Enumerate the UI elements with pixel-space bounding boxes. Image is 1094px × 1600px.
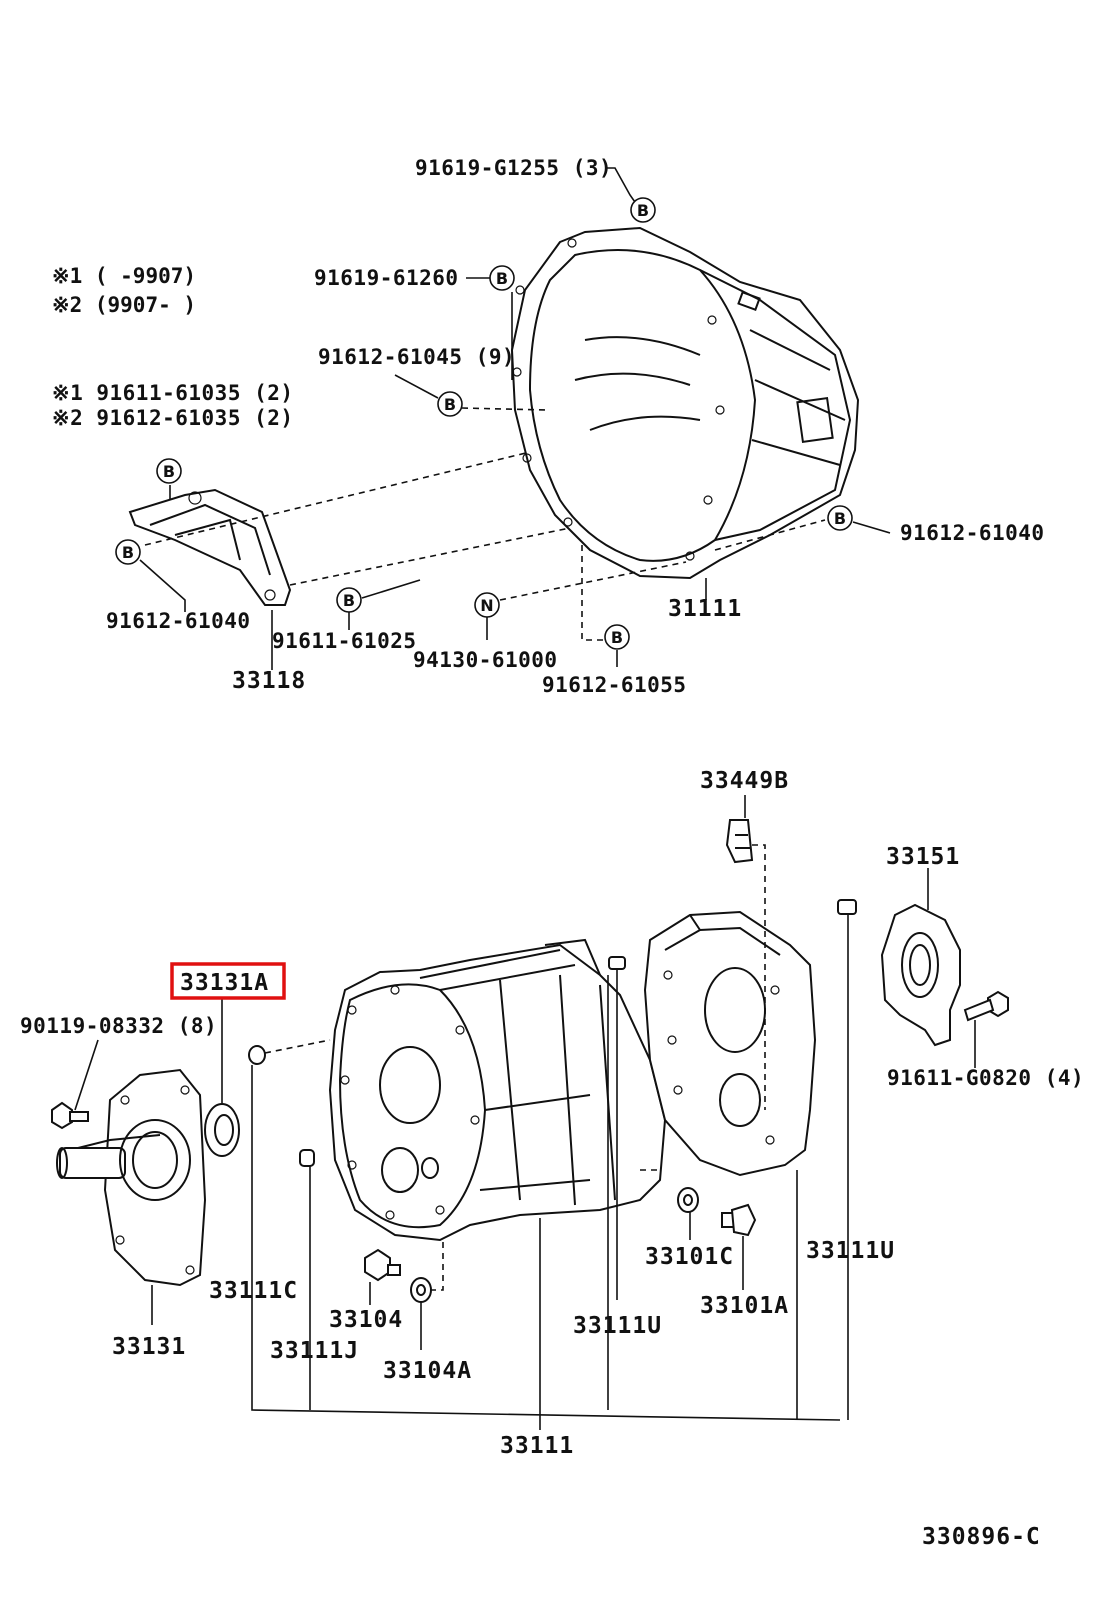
bolt-91611-g0820-drawing <box>963 990 1009 1022</box>
label-33104a: 33104A <box>383 1358 472 1384</box>
bolt-90119-drawing <box>51 1101 89 1130</box>
plug-33101a-drawing <box>721 1203 757 1237</box>
callout-b-bracket-top: B <box>156 458 182 484</box>
label-33131a: 33131A <box>180 970 269 996</box>
rear-retainer-drawing <box>880 903 961 1047</box>
pin-33111u-mid-drawing <box>608 956 626 970</box>
svg-text:B: B <box>611 628 623 647</box>
label-33111c: 33111C <box>209 1278 298 1304</box>
gasket-33101c-drawing <box>677 1187 699 1213</box>
svg-text:B: B <box>122 543 134 562</box>
label-91612-61055: 91612-61055 <box>542 673 687 697</box>
callout-b-61045: B <box>437 391 463 417</box>
label-31111: 31111 <box>668 596 742 622</box>
callout-b-bracket-left: B <box>115 539 141 565</box>
input-retainer-drawing <box>56 1068 207 1287</box>
label-91612-61040-right: 91612-61040 <box>900 521 1045 545</box>
gasket-33104a-drawing <box>410 1277 432 1303</box>
label-91611-61025: 91611-61025 <box>272 629 417 653</box>
oil-seal-drawing <box>204 1103 240 1157</box>
label-33449b: 33449B <box>700 768 789 794</box>
intermediate-plate-drawing <box>643 910 817 1177</box>
callout-b-top: B <box>630 197 656 223</box>
label-91612-61045: 91612-61045 (9) <box>318 345 515 369</box>
label-33111j: 33111J <box>270 1338 359 1364</box>
pin-33111u-right-drawing <box>837 899 857 915</box>
label-33111: 33111 <box>500 1433 574 1459</box>
highlight-box-33131a <box>170 962 286 1000</box>
svg-text:B: B <box>444 395 456 414</box>
svg-text:B: B <box>163 462 175 481</box>
label-33111u-mid: 33111U <box>573 1313 662 1339</box>
transmission-case-drawing <box>328 938 667 1242</box>
diagram-reference-number: 330896-C <box>922 1524 1041 1550</box>
callout-b-61260: B <box>489 265 515 291</box>
label-bolt-variant-1: ※1 91611-61035 (2) <box>52 381 294 405</box>
clip-33449b-drawing <box>725 819 754 864</box>
label-33101a: 33101A <box>700 1293 789 1319</box>
label-91611-g0820: 91611-G0820 (4) <box>887 1066 1084 1090</box>
callout-b-61055: B <box>604 624 630 650</box>
label-91619-g1255: 91619-G1255 (3) <box>415 156 612 180</box>
callout-b-61025: B <box>336 587 362 613</box>
note-1: ※1 ( -9907) <box>52 264 196 288</box>
pin-33111j-drawing <box>299 1149 315 1167</box>
svg-text:N: N <box>480 596 493 615</box>
label-bolt-variant-2: ※2 91612-61035 (2) <box>52 406 294 430</box>
svg-text:B: B <box>343 591 355 610</box>
svg-text:B: B <box>637 201 649 220</box>
svg-text:B: B <box>834 509 846 528</box>
bell-housing-drawing <box>510 226 860 580</box>
label-33118: 33118 <box>232 668 306 694</box>
label-33101c: 33101C <box>645 1244 734 1270</box>
label-33131: 33131 <box>112 1334 186 1360</box>
bracket-drawing <box>128 488 292 606</box>
plug-33104-drawing <box>364 1248 401 1282</box>
label-94130-61000: 94130-61000 <box>413 648 558 672</box>
svg-text:B: B <box>496 269 508 288</box>
label-33111u-right: 33111U <box>806 1238 895 1264</box>
note-2: ※2 (9907- ) <box>52 293 196 317</box>
callout-b-61040-right: B <box>827 505 853 531</box>
label-91612-61040-left: 91612-61040 <box>106 609 251 633</box>
label-33151: 33151 <box>886 844 960 870</box>
pin-33111c-drawing <box>248 1045 266 1065</box>
label-90119-08332: 90119-08332 (8) <box>20 1014 217 1038</box>
callout-n-94130: N <box>474 592 500 618</box>
label-91619-61260: 91619-61260 <box>314 266 459 290</box>
label-33104: 33104 <box>329 1307 403 1333</box>
